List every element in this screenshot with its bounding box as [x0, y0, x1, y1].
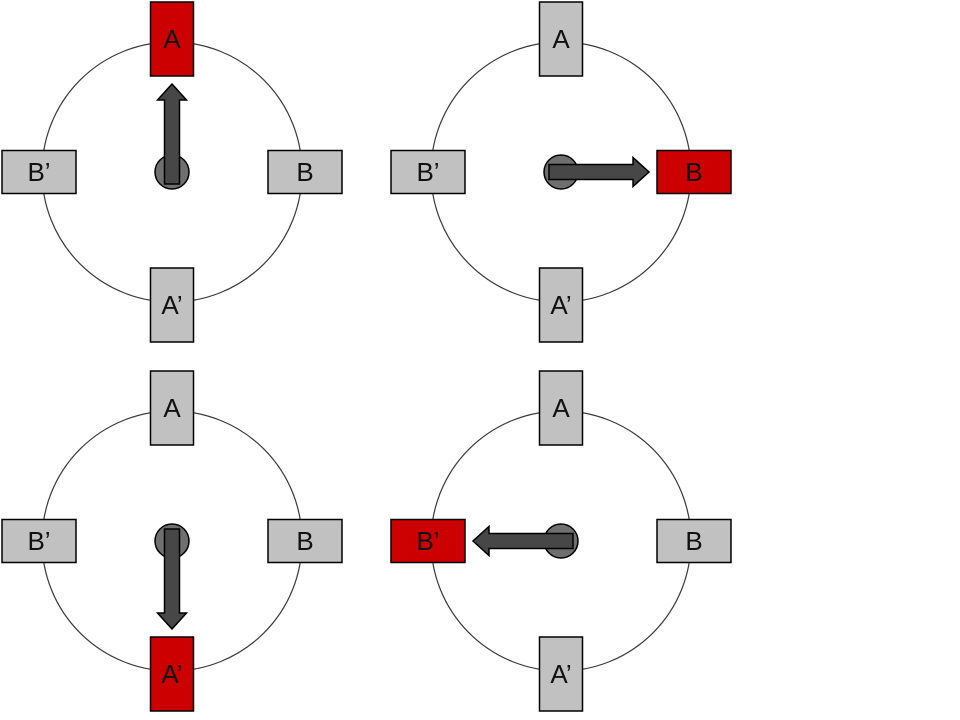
pole-left-label: B’: [27, 157, 50, 187]
pole-top-label: A: [552, 24, 570, 54]
pole-left-rect: [1, 518, 77, 564]
pole-top-label: A: [163, 393, 181, 423]
pole-bottom-rect: [538, 267, 584, 343]
pole-right-label: B: [685, 157, 702, 187]
pole-left-rect-active: [390, 518, 466, 564]
pole-right-rect: [267, 518, 343, 564]
pole-top-rect: [149, 370, 195, 446]
rotor-diagram-step-4: A B A’ B’: [390, 370, 732, 712]
pole-bottom-rect: [538, 636, 584, 712]
pole-bottom-label: A’: [550, 290, 571, 320]
pole-right-rect: [656, 518, 732, 564]
pole-left-label: B’: [416, 157, 439, 187]
pole-right-label: B: [296, 526, 313, 556]
rotor-arrow-down: [155, 528, 189, 631]
pole-bottom-rect-active: [149, 636, 195, 712]
pole-left-label: B’: [27, 526, 50, 556]
rotor-diagram-step-1: A B A’ B’: [1, 1, 343, 343]
pole-top-label: A: [163, 24, 181, 54]
pole-bottom-label: A’: [550, 659, 571, 689]
pole-bottom-label: A’: [161, 659, 182, 689]
rotor-diagram-step-2: A B A’ B’: [390, 1, 732, 343]
pole-left-rect: [390, 149, 466, 195]
pole-right-rect-active: [656, 149, 732, 195]
pole-right-label: B: [296, 157, 313, 187]
pole-bottom-label: A’: [161, 290, 182, 320]
pole-bottom-rect: [149, 267, 195, 343]
pole-top-label: A: [552, 393, 570, 423]
rotor-arrow-up: [155, 82, 189, 185]
pole-right-rect: [267, 149, 343, 195]
pole-top-rect: [538, 1, 584, 77]
pole-left-label: B’: [416, 526, 439, 556]
rotor-arrow-right: [548, 155, 651, 189]
pole-left-rect: [1, 149, 77, 195]
pole-right-label: B: [685, 526, 702, 556]
rotor-diagram-step-3: A B A’ B’: [1, 370, 343, 712]
rotor-arrow-left: [471, 524, 574, 558]
pole-top-rect-active: [149, 1, 195, 77]
pole-top-rect: [538, 370, 584, 446]
